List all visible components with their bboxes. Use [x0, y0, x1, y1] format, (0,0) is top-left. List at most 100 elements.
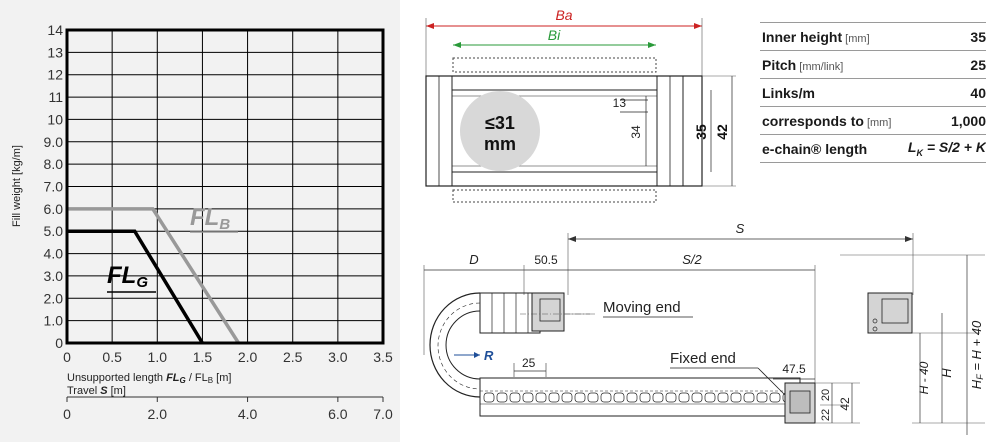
series-label-fl-g: FLG — [107, 262, 156, 293]
chain-link — [691, 392, 703, 403]
chain-link — [717, 392, 729, 403]
hf-label: HF = H + 40 — [969, 320, 985, 389]
chain-link — [639, 392, 651, 403]
bi-label: Bi — [548, 27, 561, 43]
chain-upper-run — [479, 292, 541, 334]
chain-link — [574, 392, 586, 403]
cross-section-drawing: Ba Bi ≤31 mm 13 34 35 42 — [425, 7, 736, 203]
y-tick-label: 10 — [47, 111, 63, 127]
y-tick-label: 2.0 — [44, 290, 64, 306]
chain-link — [730, 392, 742, 403]
clearance-unit: mm — [484, 134, 516, 154]
travel-tick-label: 2.0 — [148, 406, 168, 422]
spec-row-corresponds-to: corresponds to [mm] 1,000 — [760, 106, 986, 135]
y-tick-label: 14 — [47, 22, 63, 38]
r-label: R — [484, 348, 494, 363]
travel-tick-label: 6.0 — [328, 406, 348, 422]
chain-length-formula: LK = S/2 + K — [900, 134, 986, 163]
y-tick-label: 5.0 — [44, 223, 64, 239]
x-tick-labels: 0 0.5 1.0 1.5 2.0 2.5 3.0 3.5 — [63, 349, 393, 365]
dim-50-5: 50.5 — [534, 253, 558, 267]
y-tick-label: 8.0 — [44, 156, 64, 172]
dim-13: 13 — [613, 96, 627, 110]
y-tick-label: 4.0 — [44, 246, 64, 262]
chain-link — [548, 392, 560, 403]
chain-link — [756, 392, 768, 403]
clearance-value: ≤31 — [485, 113, 515, 133]
x-tick-label: 2.5 — [283, 349, 303, 365]
svg-text:FLB: FLB — [190, 204, 230, 233]
moving-end-label: Moving end — [603, 299, 681, 316]
chain-link — [600, 392, 612, 403]
travel-tick-labels: 0 2.0 4.0 6.0 7.0 — [63, 397, 393, 422]
dim-35: 35 — [693, 124, 709, 140]
x-tick-label: 3.0 — [328, 349, 348, 365]
x-tick-label: 3.5 — [373, 349, 393, 365]
x-tick-label: 0 — [63, 349, 71, 365]
installation-drawing: S D 50.5 S/2 Moving end R 25 Fixed end 4… — [423, 221, 985, 435]
travel-tick-label: 4.0 — [238, 406, 258, 422]
spec-row-inner-height: Inner height [mm] 35 — [760, 22, 986, 51]
y-tick-label: 6.0 — [44, 201, 64, 217]
series-label-fl-b: FLB — [190, 204, 238, 233]
chain-link — [626, 392, 638, 403]
chain-link — [665, 392, 677, 403]
y-tick-label: 12 — [47, 67, 63, 83]
chain-link — [496, 392, 508, 403]
chain-link — [587, 392, 599, 403]
s-half-label: S/2 — [682, 252, 702, 267]
dim-42-install: 42 — [838, 397, 852, 411]
cross-section-dashed-bottom — [452, 189, 657, 203]
x-tick-label: 1.0 — [148, 349, 168, 365]
dim-25: 25 — [522, 356, 536, 370]
dim-20: 20 — [820, 389, 832, 401]
y-tick-label: 1.0 — [44, 313, 64, 329]
travel-tick-label: 7.0 — [373, 406, 393, 422]
x-tick-label: 1.5 — [193, 349, 213, 365]
chain-link — [561, 392, 573, 403]
fixed-end-label: Fixed end — [670, 350, 736, 367]
ba-label: Ba — [555, 7, 572, 23]
chain-loop — [429, 292, 481, 398]
chain-link — [652, 392, 664, 403]
y-tick-label: 3.0 — [44, 268, 64, 284]
spec-row-links-per-m: Links/m 40 — [760, 78, 986, 107]
spec-table: Inner height [mm] 35 Pitch [mm/link] 25 … — [760, 22, 986, 163]
chain-link — [769, 392, 781, 403]
cross-section-inner-cavity — [451, 89, 658, 173]
x-tick-label: 0.5 — [102, 349, 122, 365]
chain-link — [743, 392, 755, 403]
clearance-circle — [460, 91, 540, 171]
cross-section-dashed-top — [452, 57, 657, 73]
chain-link — [535, 392, 547, 403]
h-minus-40: H - 40 — [917, 361, 931, 394]
x-axis-label: Unsupported length FLG / FLB [m] — [67, 372, 231, 385]
h-label: H — [939, 368, 954, 378]
travel-axis-label: Travel S [m] — [67, 385, 126, 397]
chain-link — [678, 392, 690, 403]
y-tick-label: 9.0 — [44, 134, 64, 150]
chain-link — [522, 392, 534, 403]
series-line-fl-b — [67, 207, 241, 344]
y-tick-label: 7.0 — [44, 179, 64, 195]
d-label: D — [469, 252, 478, 267]
chain-link — [509, 392, 521, 403]
y-tick-label: 0 — [55, 335, 63, 351]
dim-22: 22 — [820, 409, 832, 421]
spec-row-chain-length: e-chain® length LK = S/2 + K — [760, 134, 986, 163]
chart-grid — [66, 29, 384, 344]
chain-lower-links — [483, 392, 807, 403]
dim-47-5: 47.5 — [782, 362, 806, 376]
svg-text:FLG: FLG — [107, 262, 148, 291]
x-tick-label: 2.0 — [238, 349, 258, 365]
chain-link — [704, 392, 716, 403]
travel-tick-label: 0 — [63, 406, 71, 422]
y-tick-label: 13 — [47, 44, 63, 60]
series-line-fl-g — [67, 229, 204, 344]
spec-row-pitch: Pitch [mm/link] 25 — [760, 50, 986, 79]
chain-link — [483, 392, 495, 403]
y-axis-label: Fill weight [kg/m] — [11, 145, 23, 227]
